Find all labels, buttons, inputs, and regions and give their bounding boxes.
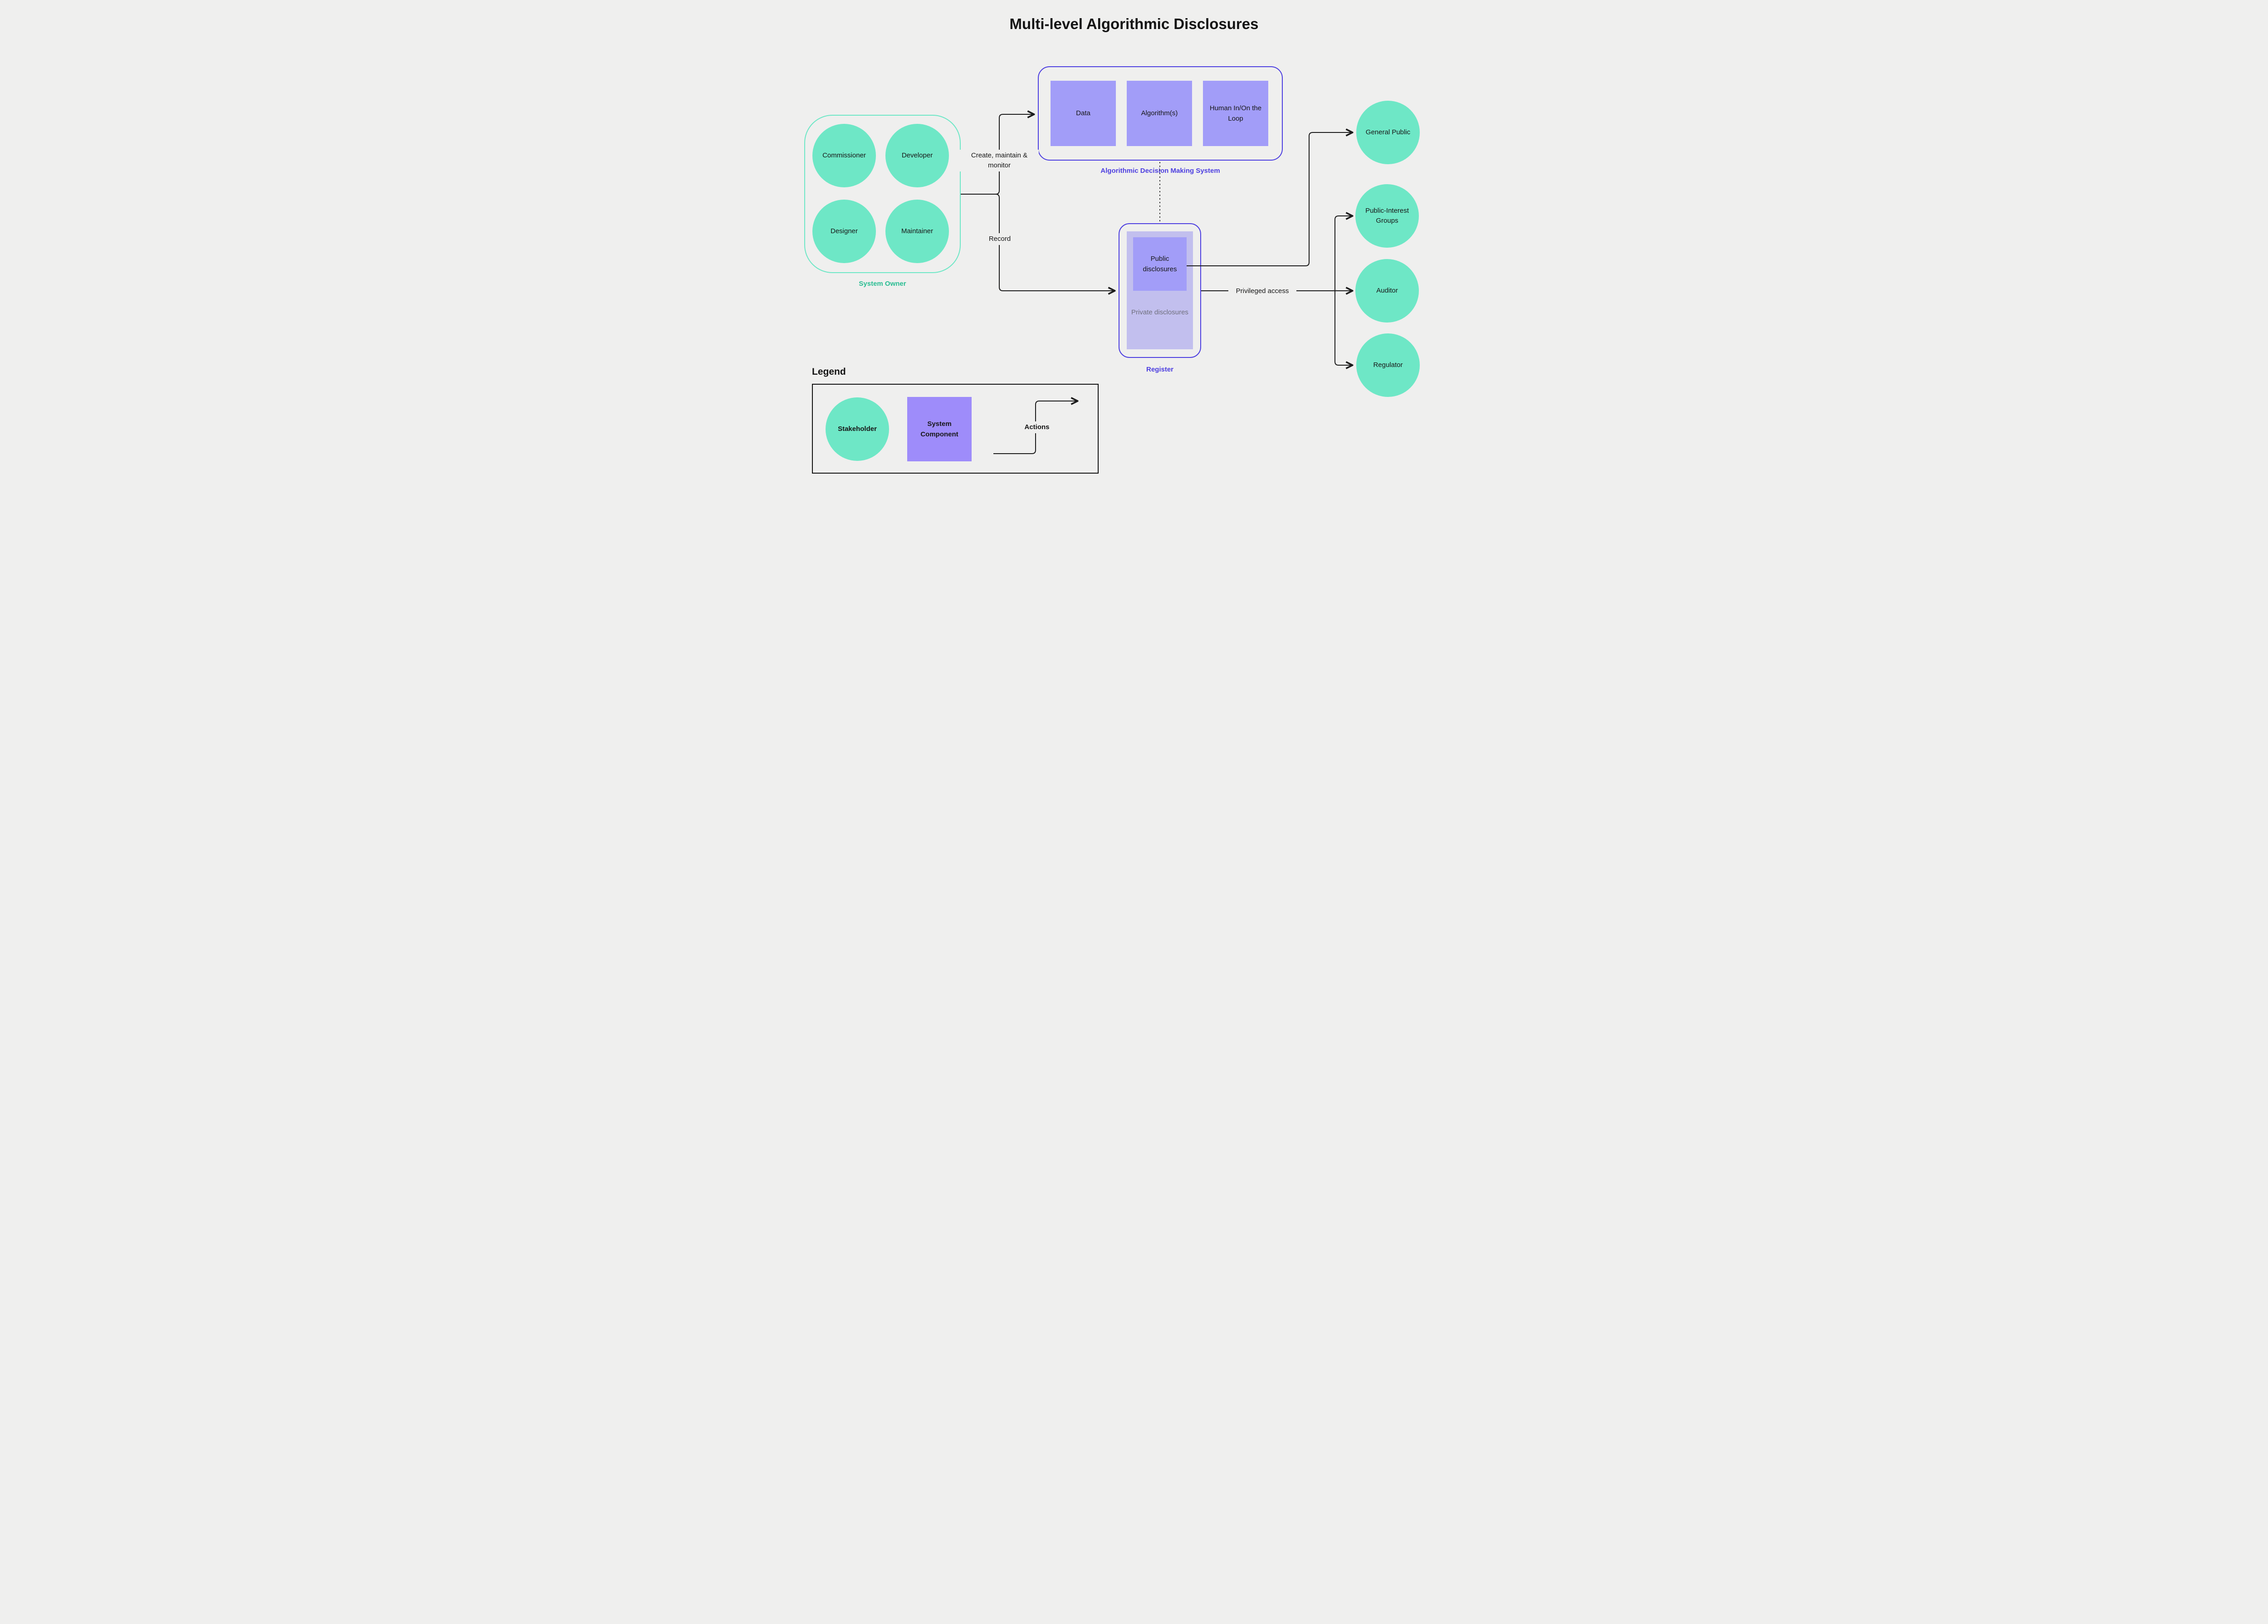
adm-system-label: Algorithmic Decision Making System xyxy=(1100,167,1220,175)
diagram-canvas: Multi-level Algorithmic Disclosures Comm… xyxy=(779,0,1489,502)
owner-developer-circle: Developer xyxy=(885,124,949,187)
diagram-title: Multi-level Algorithmic Disclosures xyxy=(1009,15,1259,32)
adm-system-box xyxy=(1038,66,1283,161)
data-component: Data xyxy=(1051,81,1116,146)
legend-system-component-square: System Component xyxy=(907,397,972,461)
arrow-privileged-to-public-interest xyxy=(1334,216,1352,291)
legend-stakeholder-circle: Stakeholder xyxy=(826,397,889,461)
stakeholder-public-interest-circle: Public-Interest Groups xyxy=(1355,184,1419,248)
edge-label-create-maintain-monitor: Create, maintain & monitor xyxy=(960,150,1039,171)
algorithms-component: Algorithm(s) xyxy=(1127,81,1192,146)
register-box xyxy=(1119,223,1201,358)
system-owner-label: System Owner xyxy=(859,280,906,288)
edge-label-privileged-access: Privileged access xyxy=(1228,285,1296,297)
register-label: Register xyxy=(1146,366,1174,373)
stakeholder-regulator-circle: Regulator xyxy=(1356,333,1420,397)
legend-actions-label: Actions xyxy=(1019,421,1055,433)
system-owner-box xyxy=(804,115,961,273)
arrow-public-disclosures-to-general-public xyxy=(1187,132,1352,266)
human-in-loop-component: Human In/On the Loop xyxy=(1203,81,1268,146)
stakeholder-general-public-circle: General Public xyxy=(1356,101,1420,164)
owner-designer-circle: Designer xyxy=(812,200,876,263)
owner-maintainer-circle: Maintainer xyxy=(885,200,949,263)
legend-box xyxy=(812,384,1099,474)
legend-heading: Legend xyxy=(812,367,846,377)
owner-commissioner-circle: Commissioner xyxy=(812,124,876,187)
edge-label-record: Record xyxy=(979,233,1020,245)
arrow-privileged-to-regulator xyxy=(1334,291,1352,365)
stakeholder-auditor-circle: Auditor xyxy=(1355,259,1419,323)
private-disclosures-label: Private disclosures xyxy=(1131,308,1188,316)
arrow-record xyxy=(995,194,1114,291)
public-disclosures-box: Public disclosures xyxy=(1133,237,1187,291)
